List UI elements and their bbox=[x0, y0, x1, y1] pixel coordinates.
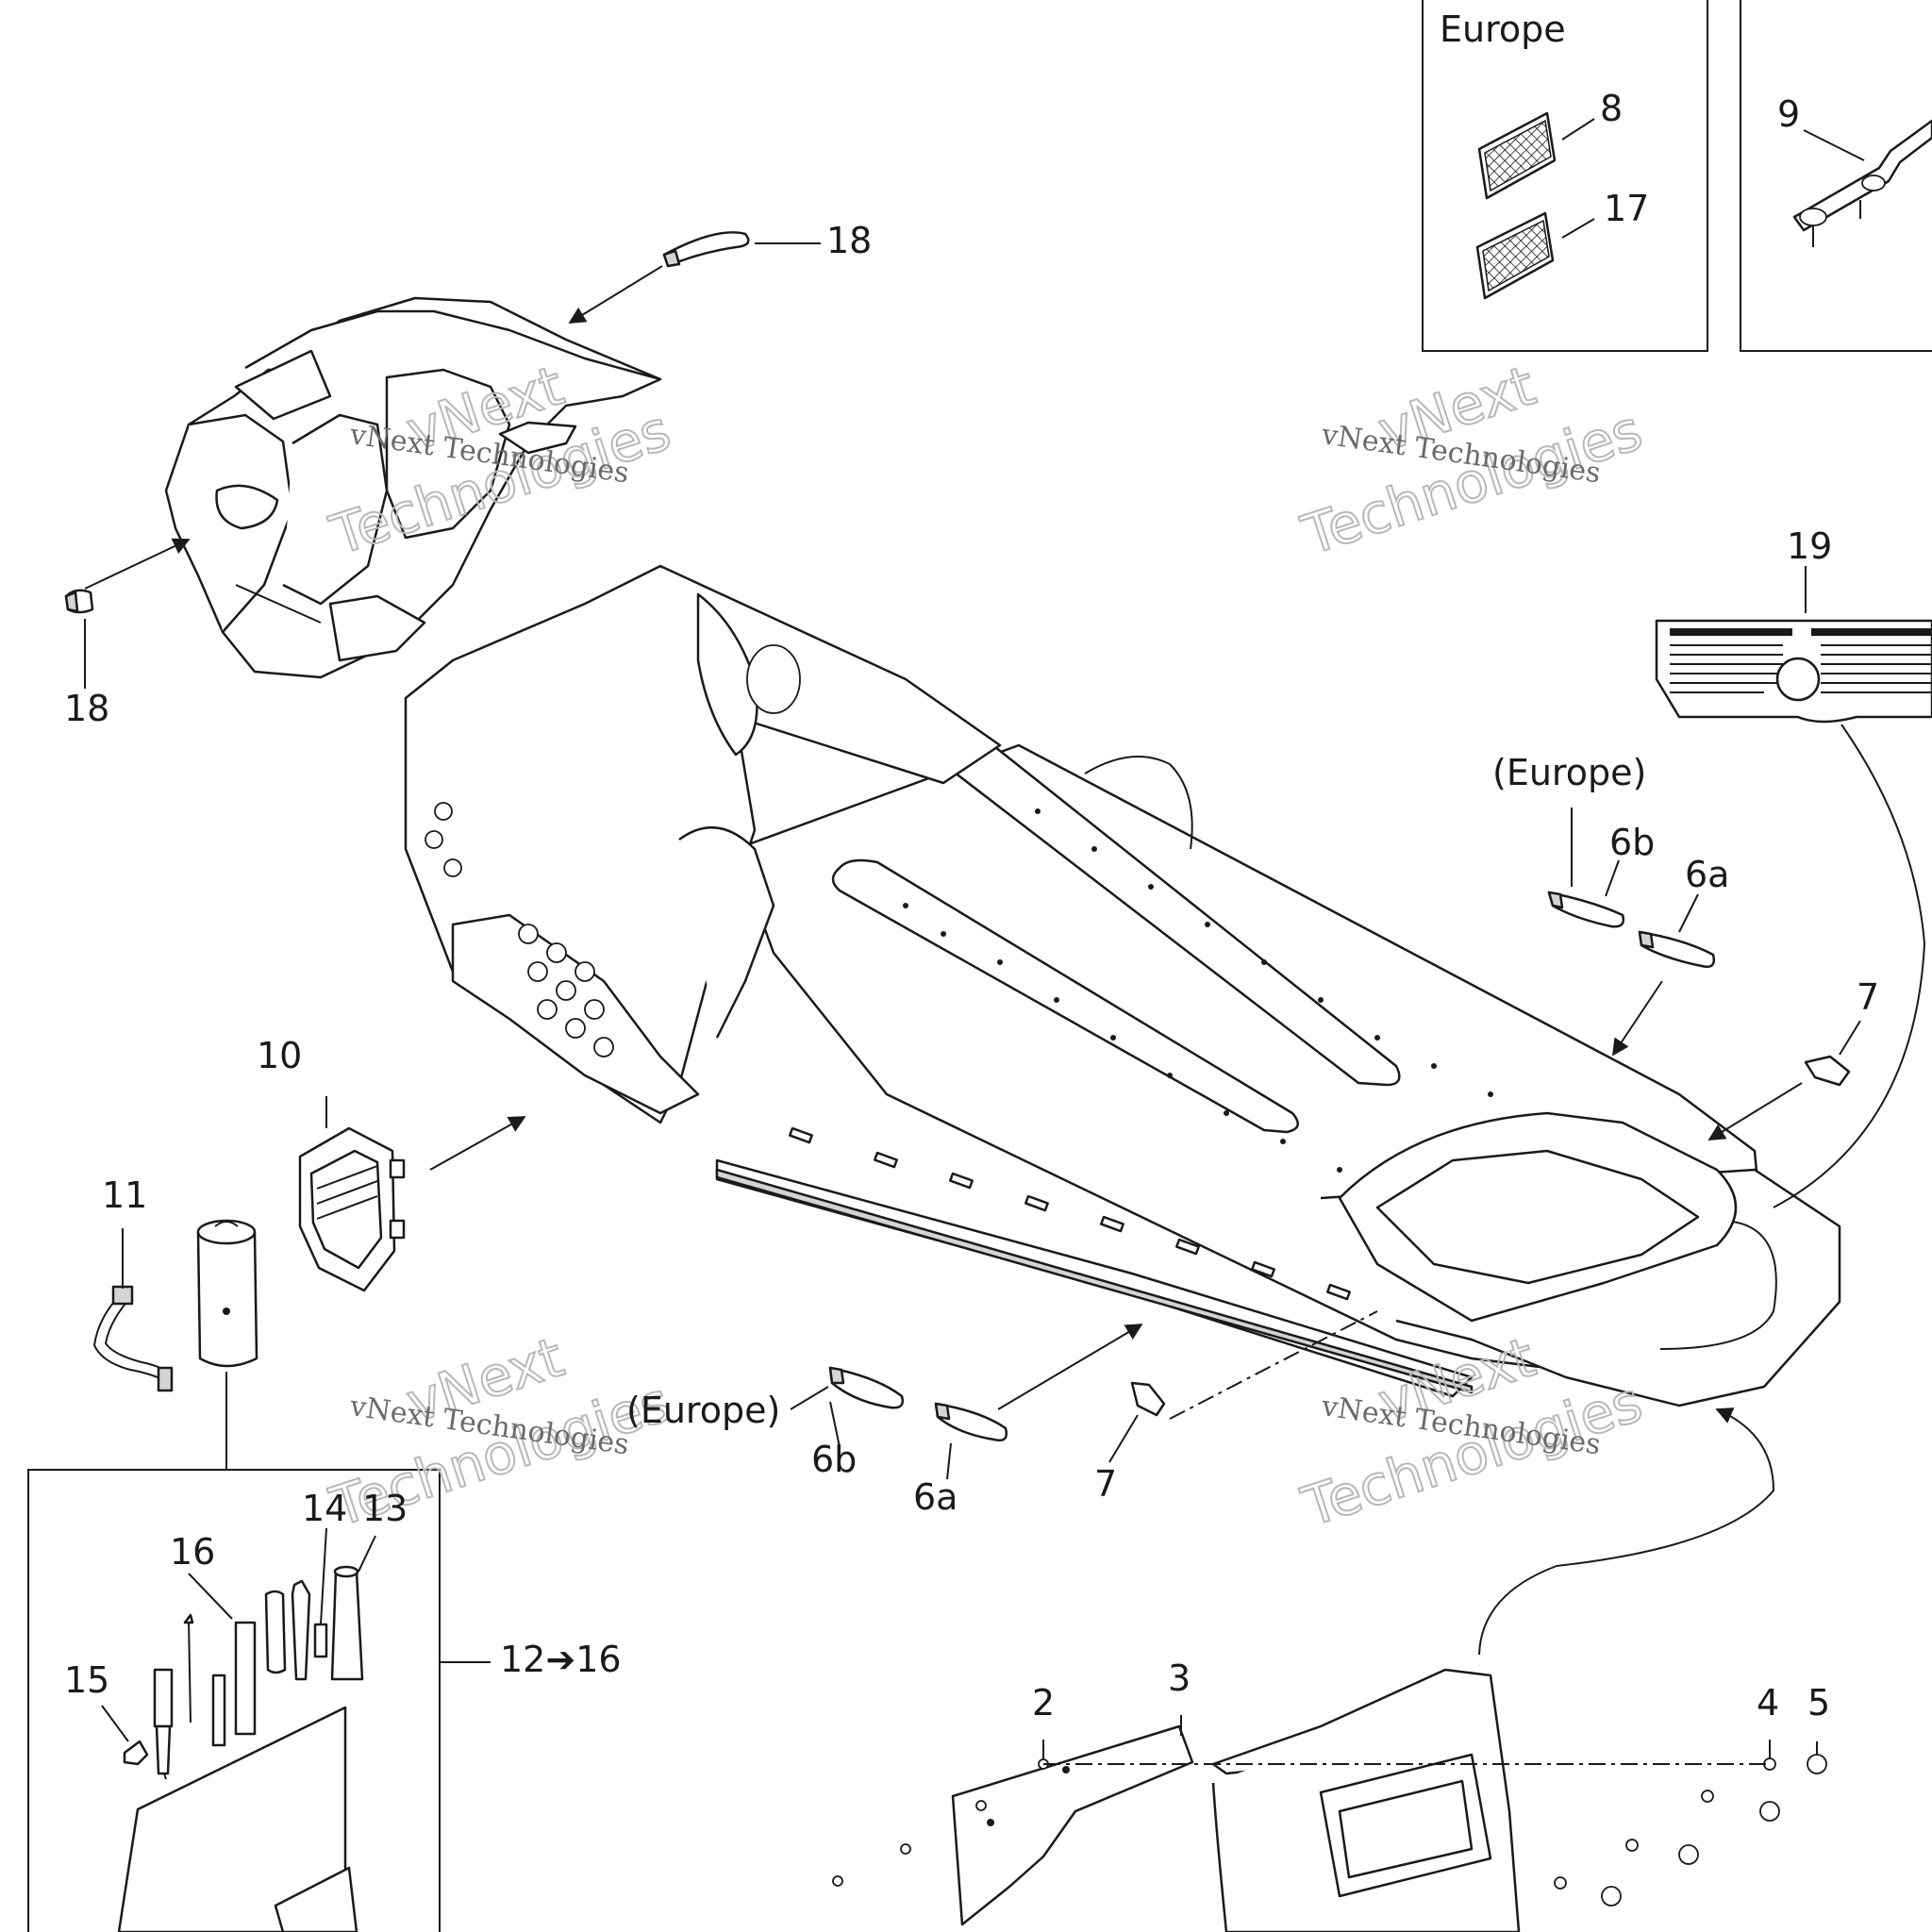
bracket-9 bbox=[1792, 119, 1932, 247]
europe-inset-box: Europe bbox=[1422, 0, 1708, 352]
callout-europe-bottom: (Europe) bbox=[626, 1390, 780, 1431]
callout-11: 11 bbox=[102, 1174, 147, 1216]
tool-13-spark-plug-socket bbox=[330, 1565, 364, 1681]
awl-pin bbox=[183, 1613, 194, 1724]
tool-kit-pouch bbox=[196, 1219, 258, 1368]
callout-labels: 18 18 8 17 9 19 (Europe) 6b 6a 7 10 11 (… bbox=[64, 88, 1879, 1724]
callout-7-bottom: 7 bbox=[1094, 1463, 1117, 1505]
callout-6a-right: 6a bbox=[1685, 854, 1729, 895]
callout-3: 3 bbox=[1168, 1657, 1191, 1699]
screwdriver bbox=[153, 1668, 174, 1780]
part-6b-right-reflector bbox=[1547, 891, 1624, 928]
part-7-bottom-light bbox=[1130, 1381, 1166, 1417]
bracket-inset-box bbox=[1740, 0, 1932, 352]
callout-14: 14 bbox=[302, 1488, 347, 1529]
wrench bbox=[291, 1579, 311, 1681]
callout-12-to-16: 12➔16 bbox=[500, 1639, 622, 1680]
callout-6b-right: 6b bbox=[1609, 822, 1655, 863]
callout-9: 9 bbox=[1777, 93, 1800, 135]
tool-16-socket bbox=[211, 1621, 257, 1747]
callout-6a-bottom: 6a bbox=[913, 1476, 958, 1518]
chassis-holes bbox=[425, 802, 1493, 1173]
callout-europe-right: (Europe) bbox=[1492, 752, 1646, 793]
reflector-17 bbox=[1475, 211, 1555, 300]
callout-17: 17 bbox=[1604, 188, 1649, 229]
callout-10: 10 bbox=[257, 1035, 302, 1076]
callout-8: 8 bbox=[1600, 88, 1623, 129]
tool-14-key bbox=[313, 1623, 328, 1658]
callout-7-right: 7 bbox=[1857, 976, 1879, 1018]
callout-6b-bottom: 6b bbox=[811, 1439, 857, 1480]
callout-15: 15 bbox=[64, 1659, 109, 1701]
tool-15-clip bbox=[123, 1740, 149, 1766]
callout-18-left: 18 bbox=[64, 688, 109, 729]
leader-lines bbox=[84, 242, 1926, 1760]
callout-13: 13 bbox=[362, 1488, 408, 1529]
callout-2: 2 bbox=[1032, 1682, 1055, 1724]
reflector-8 bbox=[1477, 111, 1557, 200]
rear-flap-assembly bbox=[832, 1668, 1827, 1932]
extension-bar bbox=[264, 1590, 287, 1674]
part-19-warning-decal bbox=[1655, 619, 1932, 724]
chassis-frame bbox=[404, 564, 1841, 1407]
callout-19: 19 bbox=[1787, 525, 1832, 567]
europe-inset-title: Europe bbox=[1440, 8, 1566, 50]
part-11-strap bbox=[92, 1285, 174, 1392]
part-6b-bottom-reflector bbox=[828, 1366, 904, 1409]
callout-18-top: 18 bbox=[826, 220, 872, 261]
front-body-assembly bbox=[164, 296, 662, 679]
part-6a-bottom-reflector bbox=[934, 1402, 1008, 1441]
callout-4: 4 bbox=[1757, 1682, 1779, 1724]
part-10-housing bbox=[298, 1126, 406, 1292]
part-6a-right-reflector bbox=[1638, 930, 1715, 968]
callout-5: 5 bbox=[1807, 1682, 1830, 1724]
part-7-right-light bbox=[1804, 1055, 1851, 1087]
tool-kit-box bbox=[27, 1372, 491, 1932]
callout-16: 16 bbox=[170, 1531, 215, 1573]
part-18-top-reflector bbox=[662, 231, 750, 268]
part-18-side-reflector bbox=[64, 589, 94, 614]
tunnel-side-slots bbox=[789, 1126, 1351, 1301]
